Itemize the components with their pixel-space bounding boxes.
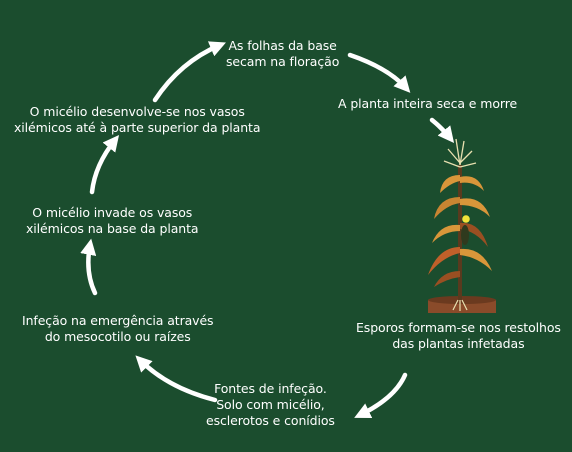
arrow-top-right-icon xyxy=(347,52,411,93)
maize-plant-illustration xyxy=(428,138,496,313)
arrow-left-upper-icon xyxy=(89,134,120,195)
arrow-right-upper-icon xyxy=(429,117,455,144)
arrow-bottom-left-icon xyxy=(135,355,218,403)
stage-spores-form: Esporos formam-se nos restolhos das plan… xyxy=(356,320,561,351)
stage-mycelium-invades: O micélio invade os vasos xilémicos na b… xyxy=(26,205,199,236)
stage-leaves-dry: As folhas da base secam na floração xyxy=(226,38,340,69)
arrow-right-lower-icon xyxy=(354,372,408,419)
stage-plant-dies: A planta inteira seca e morre xyxy=(338,96,518,111)
stage-infection-source: Fontes de infeção. Solo com micélio, esc… xyxy=(206,381,335,428)
stage-infection-entry: Infeção na emergência através do mesocot… xyxy=(22,313,214,344)
stage-mycelium-develops: O micélio desenvolve-se nos vasos xilémi… xyxy=(14,104,261,135)
arrow-top-left-icon xyxy=(152,41,226,103)
arrow-left-lower-icon xyxy=(80,238,98,296)
